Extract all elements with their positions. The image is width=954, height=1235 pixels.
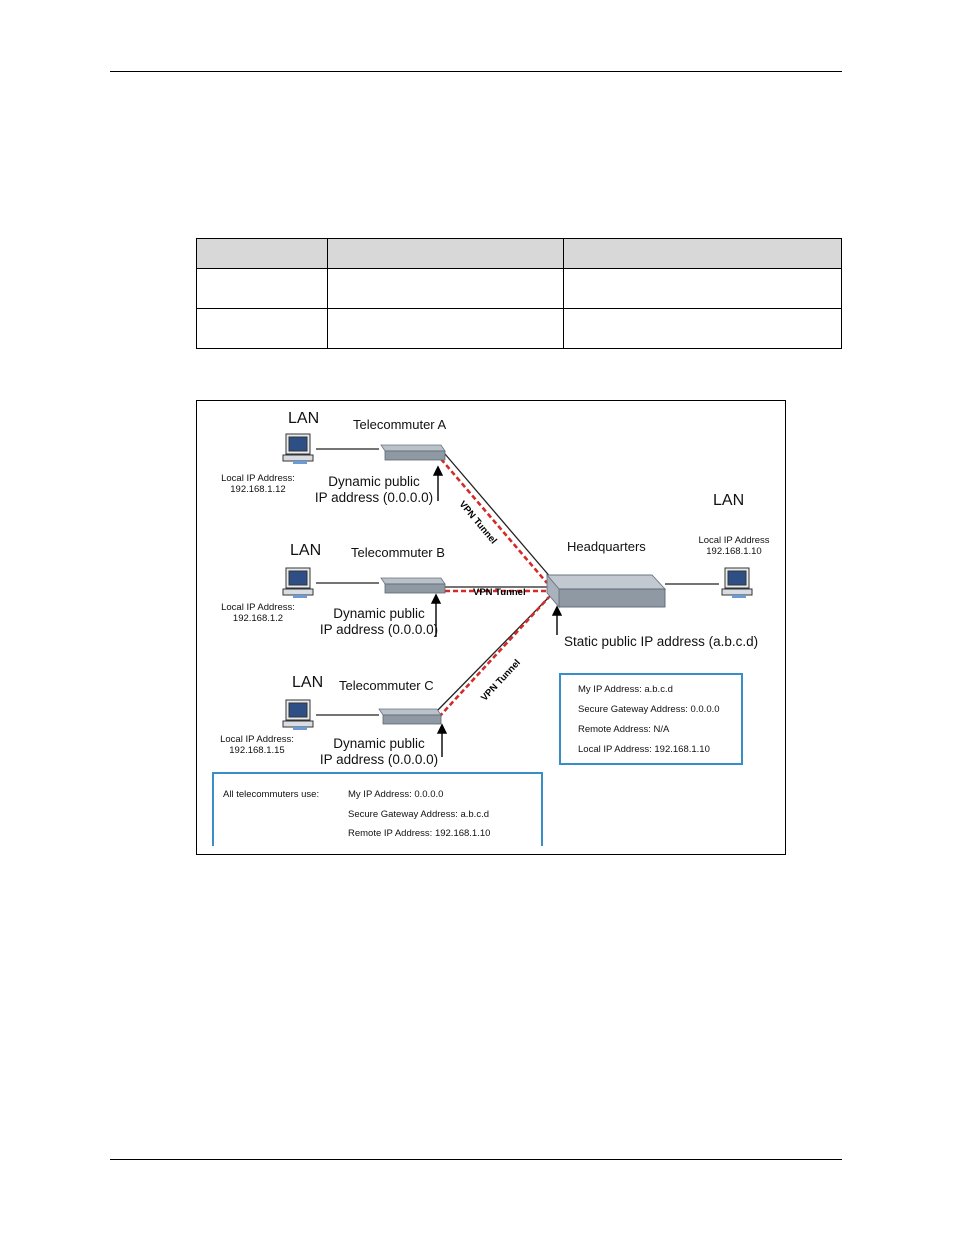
blank-table	[196, 238, 842, 349]
router-icons	[378, 444, 667, 725]
local-ip-block-c: Local IP Address: 192.168.1.15	[214, 734, 300, 756]
telecommuter-box-title: All telecommuters use:	[223, 789, 320, 800]
vpn-tunnel-c	[438, 596, 550, 718]
local-ip-value: 192.168.1.10	[706, 546, 762, 557]
table-header-cell	[327, 238, 564, 269]
computer-icons	[282, 433, 753, 730]
telecommuter-my-ip: My IP Address: 0.0.0.0	[348, 789, 444, 800]
hq-secure-gateway: Secure Gateway Address: 0.0.0.0	[578, 704, 720, 715]
lan-label-c: LAN	[292, 674, 324, 691]
computer-b	[282, 567, 314, 598]
dynamic-ip-c: Dynamic public IP address (0.0.0.0)	[311, 736, 447, 768]
local-ip-value: 192.168.1.15	[229, 745, 285, 756]
router-headquarters	[546, 573, 667, 609]
hq-remote-address: Remote Address: N/A	[578, 724, 670, 735]
computer-a	[282, 433, 314, 464]
lan-label-b: LAN	[290, 542, 322, 559]
hq-local-ip: Local IP Address: 192.168.1.10	[578, 744, 710, 755]
router-b	[380, 577, 446, 594]
footer-rule	[110, 1159, 842, 1160]
router-a	[380, 444, 446, 461]
dynamic-ip-line1: Dynamic public	[328, 474, 420, 489]
headquarters-title: Headquarters	[567, 539, 646, 554]
telecommuter-c-title: Telecommuter C	[339, 678, 434, 693]
table-cell	[196, 308, 328, 349]
local-ip-value: 192.168.1.12	[230, 484, 286, 495]
local-ip-label: Local IP Address:	[221, 473, 295, 484]
dynamic-ip-line2: IP address (0.0.0.0)	[319, 622, 439, 637]
static-ip-label: Static public IP address (a.b.c.d)	[564, 634, 759, 649]
table-row	[196, 268, 842, 309]
local-ip-label: Local IP Address:	[221, 602, 295, 613]
telecommuter-settings-box: All telecommuters use: My IP Address: 0.…	[212, 772, 543, 846]
table-row	[196, 308, 842, 349]
local-ip-block-hq: Local IP Address 192.168.1.10	[691, 535, 777, 557]
header-rule	[110, 71, 842, 72]
telecommuter-remote-ip: Remote IP Address: 192.168.1.10	[348, 828, 491, 839]
vpn-network-diagram: LAN Telecommuter A Local IP Address: 192…	[196, 400, 786, 855]
table-header-cell	[196, 238, 328, 269]
local-ip-block-b: Local IP Address: 192.168.1.2	[215, 602, 301, 624]
local-ip-value: 192.168.1.2	[232, 613, 284, 624]
table-cell	[196, 268, 328, 309]
computer-headquarters	[721, 567, 753, 598]
dynamic-ip-line1: Dynamic public	[333, 736, 425, 751]
telecommuter-b-title: Telecommuter B	[351, 545, 445, 560]
diagram-graphics	[282, 433, 753, 757]
vpn-tunnel-label-b: VPN Tunnel	[473, 587, 526, 598]
dynamic-ip-line2: IP address (0.0.0.0)	[314, 490, 434, 505]
lan-label-hq: LAN	[713, 492, 745, 509]
router-c	[378, 708, 442, 725]
dynamic-ip-line2: IP address (0.0.0.0)	[319, 752, 439, 767]
local-ip-label: Local IP Address:	[220, 734, 294, 745]
table-header-row	[196, 238, 842, 269]
table-header-cell	[563, 238, 842, 269]
hq-settings-box: My IP Address: a.b.c.d Secure Gateway Ad…	[559, 673, 743, 765]
telecommuter-secure-gateway: Secure Gateway Address: a.b.c.d	[348, 809, 489, 820]
lan-label-a: LAN	[288, 410, 320, 427]
computer-c	[282, 699, 314, 730]
local-ip-label: Local IP Address	[698, 535, 770, 546]
local-ip-block-a: Local IP Address: 192.168.1.12	[215, 473, 301, 495]
table-cell	[563, 308, 842, 349]
hq-my-ip: My IP Address: a.b.c.d	[578, 684, 673, 695]
dynamic-ip-a: Dynamic public IP address (0.0.0.0)	[309, 474, 439, 506]
table-cell	[563, 268, 842, 309]
telecommuter-a-title: Telecommuter A	[353, 417, 447, 432]
table-cell	[327, 268, 564, 309]
table-cell	[327, 308, 564, 349]
dynamic-ip-b: Dynamic public IP address (0.0.0.0)	[311, 606, 447, 638]
wan-link-a	[444, 453, 553, 580]
vpn-tunnel-a	[440, 458, 548, 584]
dynamic-ip-line1: Dynamic public	[333, 606, 425, 621]
